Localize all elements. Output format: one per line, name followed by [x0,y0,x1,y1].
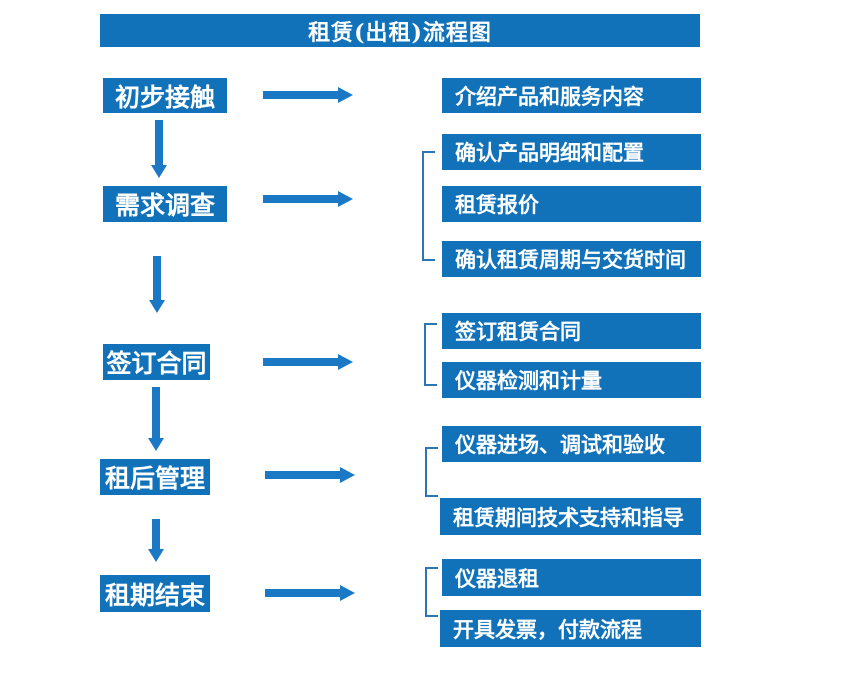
output-box-instrument-return: 仪器退租 [442,559,701,596]
output-box-confirm-product-details: 确认产品明细和配置 [442,134,701,170]
step-box-initial-contact: 初步接触 [103,78,227,113]
output-box-introduce-products: 介绍产品和服务内容 [442,78,701,113]
arrow-shaft [152,387,160,438]
arrow-head [340,467,355,483]
flowchart-title: 租赁(出租)流程图 [100,14,700,47]
arrow-head [338,191,353,207]
right-arrow-icon-step5 [265,585,355,601]
step-box-rental-end: 租期结束 [100,575,210,612]
output-box-invoice-payment: 开具发票，付款流程 [440,610,701,647]
arrow-head [338,87,353,103]
arrow-shaft [265,471,341,479]
arrow-shaft [152,519,160,549]
output-box-instrument-setup: 仪器进场、调试和验收 [442,426,701,462]
down-arrow-icon-4 [148,519,164,562]
down-arrow-icon-2 [149,256,165,313]
arrow-head [149,300,165,313]
right-arrow-icon-step1 [263,87,353,103]
arrow-shaft [265,589,341,597]
arrow-head [340,585,355,601]
group-bracket-post-rental [425,447,438,497]
output-box-instrument-testing: 仪器检测和计量 [442,362,701,398]
step-box-post-rental-management: 租后管理 [100,459,210,495]
arrow-shaft [263,91,339,99]
group-bracket-demand-survey [422,151,435,261]
step-box-demand-survey: 需求调查 [103,186,227,222]
right-arrow-icon-step3 [263,354,353,370]
right-arrow-icon-step4 [265,467,355,483]
arrow-head [148,438,164,451]
right-arrow-icon-step2 [263,191,353,207]
down-arrow-icon-3 [148,387,164,451]
step-box-sign-contract: 签订合同 [103,344,210,380]
arrow-shaft [155,120,163,165]
arrow-shaft [263,358,339,366]
output-box-rental-quote: 租赁报价 [442,186,701,222]
group-bracket-rental-end [425,567,438,617]
arrow-shaft [153,256,161,300]
group-bracket-sign-contract [424,323,437,386]
output-box-technical-support: 租赁期间技术支持和指导 [440,498,701,535]
output-box-sign-rental-contract: 签订租赁合同 [442,313,701,349]
output-box-confirm-rental-period: 确认租赁周期与交货时间 [442,241,701,277]
arrow-head [148,549,164,562]
arrow-head [151,165,167,178]
arrow-head [338,354,353,370]
down-arrow-icon-1 [151,120,167,178]
arrow-shaft [263,195,339,203]
